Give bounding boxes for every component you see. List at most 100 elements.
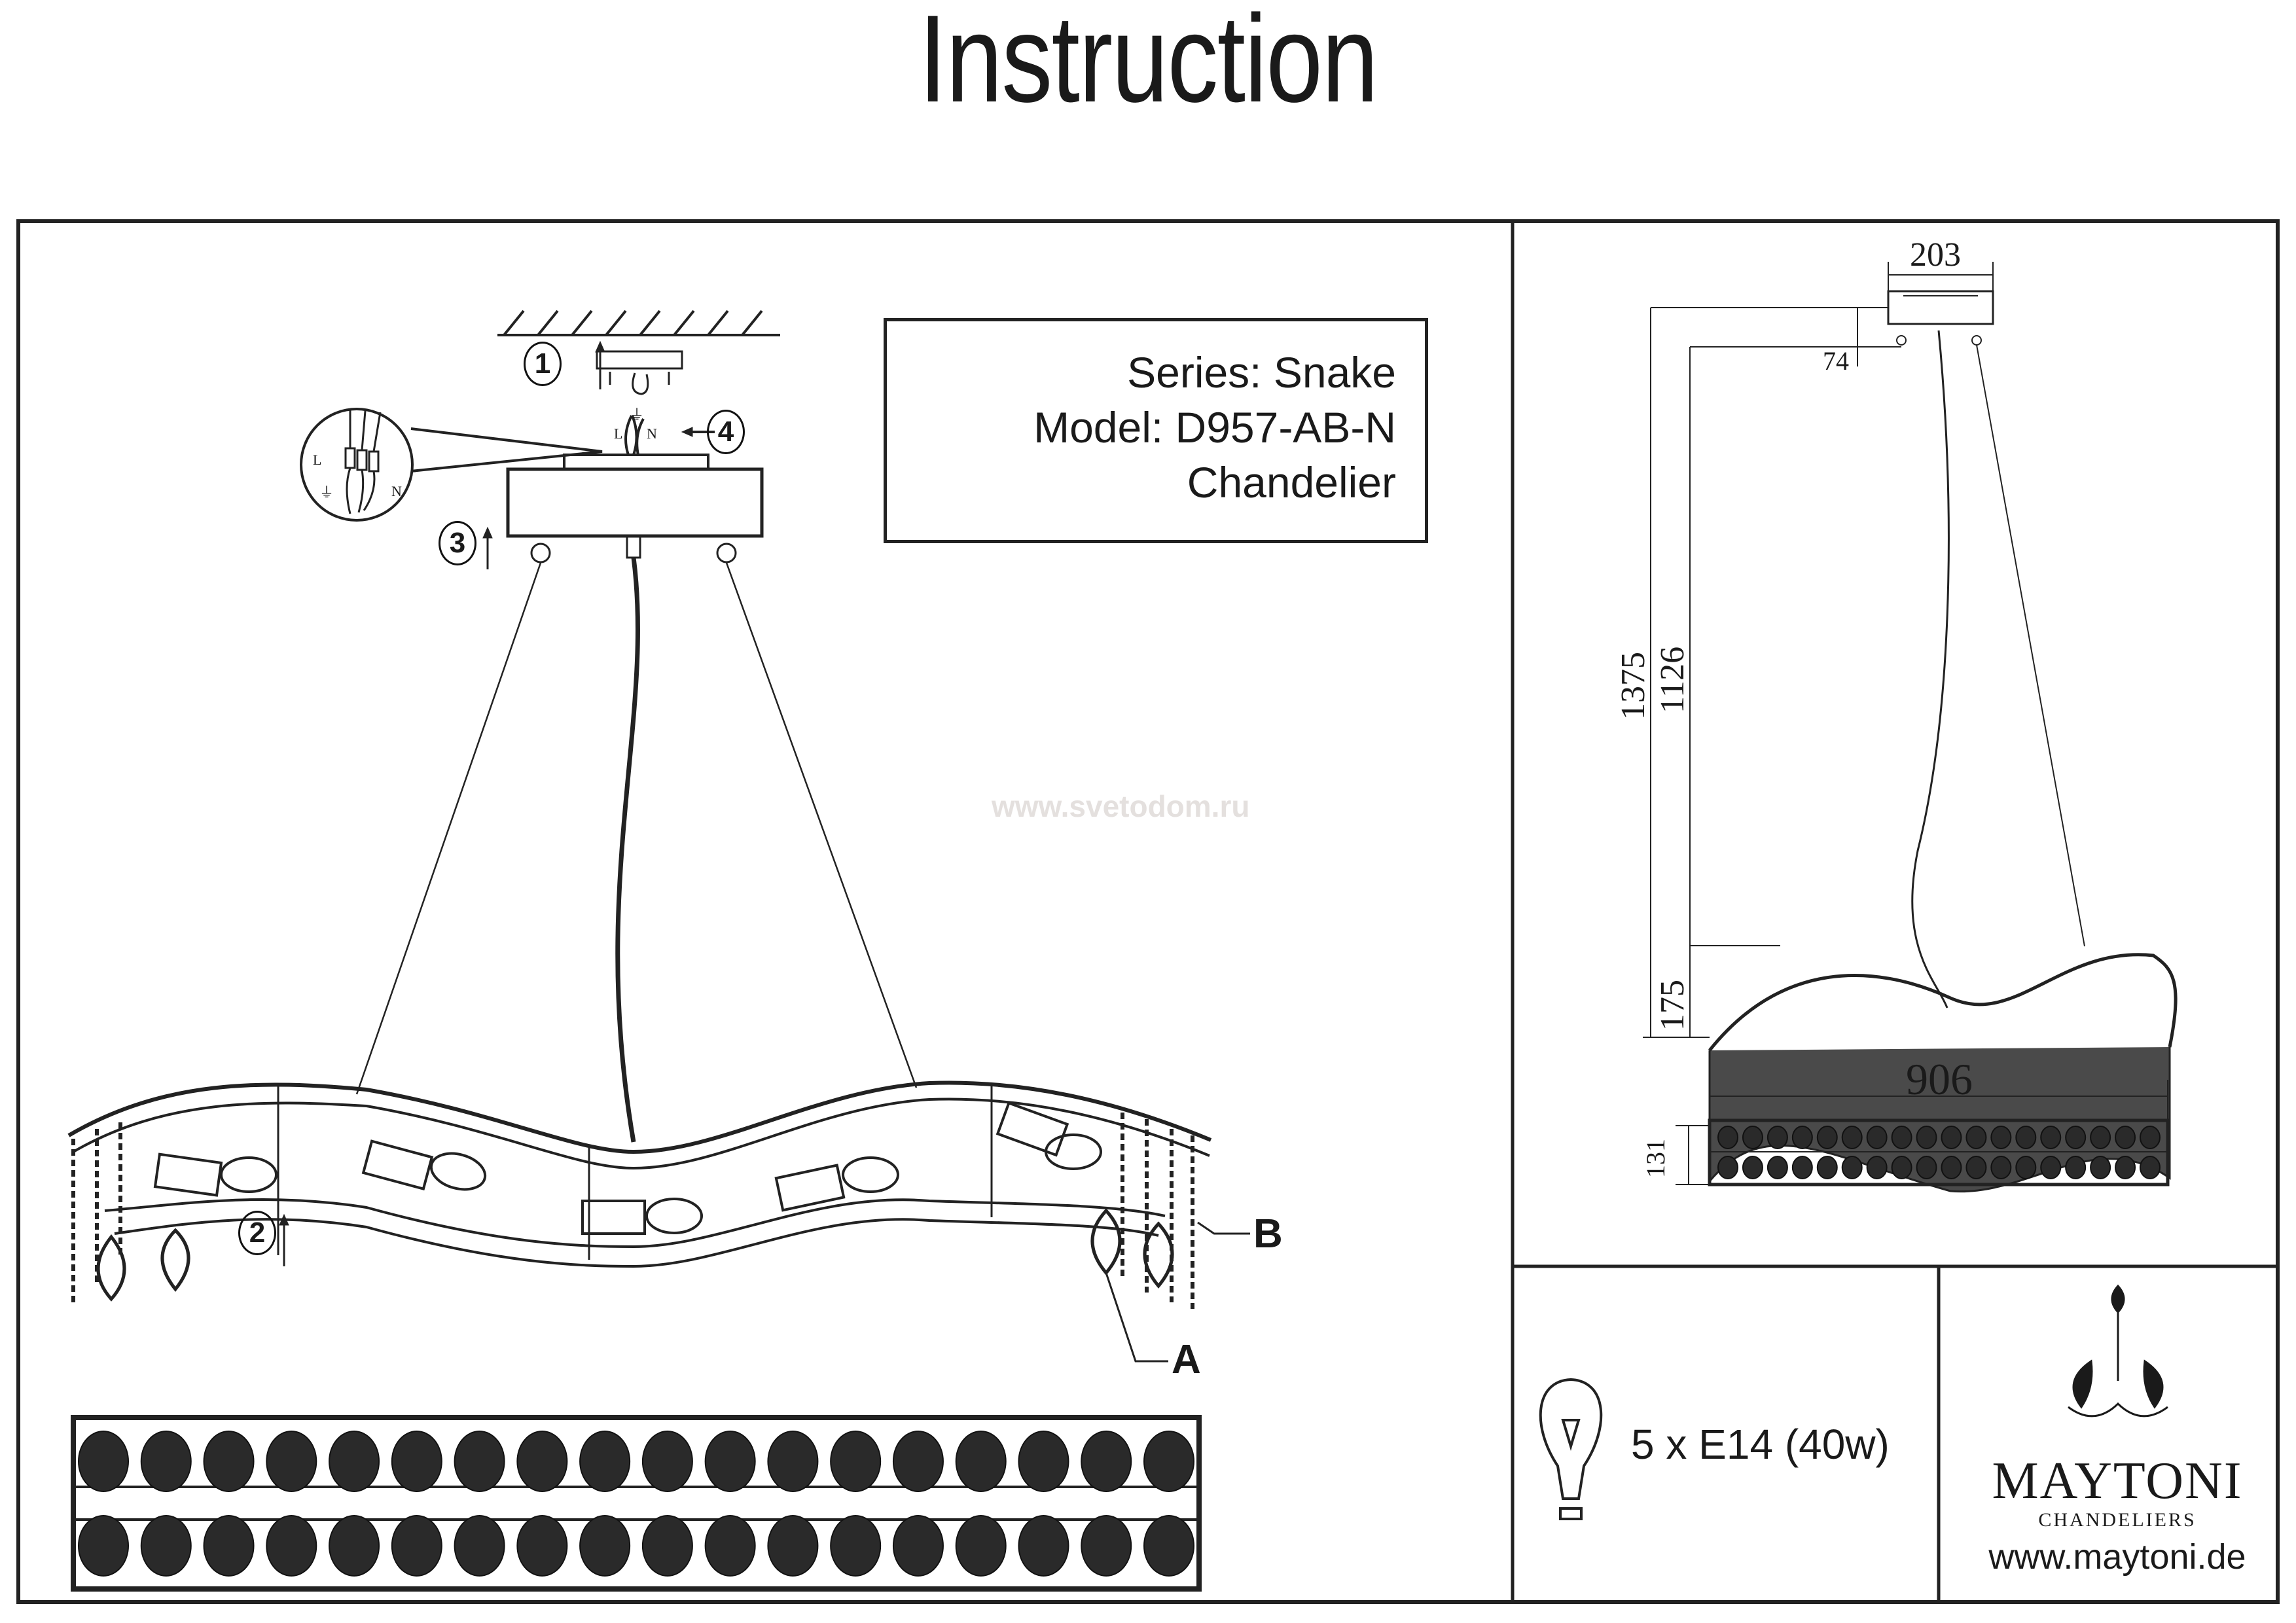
power-cable bbox=[615, 557, 640, 1143]
dim-canopy-width: 203 bbox=[1910, 236, 1961, 274]
ground-symbol-icon: ⏚ bbox=[630, 406, 645, 423]
cable-gland bbox=[626, 535, 641, 559]
crystal bbox=[767, 1431, 819, 1492]
candle-lamps bbox=[153, 1101, 1102, 1235]
crystal bbox=[1767, 1126, 1788, 1149]
crystal bbox=[454, 1431, 505, 1492]
crystal bbox=[2040, 1126, 2062, 1149]
bulb-spec: 5 x E14 (40w) bbox=[1631, 1421, 1890, 1468]
crystal bbox=[391, 1431, 442, 1492]
crystal bbox=[1891, 1126, 1912, 1149]
crystal bbox=[1816, 1126, 1838, 1149]
crystal bbox=[1742, 1156, 1763, 1179]
crystal bbox=[704, 1515, 756, 1577]
crystal bbox=[1143, 1431, 1194, 1492]
brand-url[interactable]: www.maytoni.de bbox=[1988, 1537, 2246, 1577]
crystal-strands-right bbox=[1121, 1113, 1194, 1309]
inset-neutral-label: N bbox=[391, 483, 402, 499]
crystal bbox=[1081, 1431, 1132, 1492]
crystal bbox=[2040, 1156, 2062, 1179]
crystal bbox=[2115, 1156, 2136, 1179]
crystal bbox=[2140, 1126, 2161, 1149]
dim-body-height: 175 bbox=[1654, 980, 1691, 1031]
callout-a: A bbox=[1172, 1337, 1201, 1382]
crystal bbox=[892, 1431, 944, 1492]
crystal bbox=[1018, 1431, 1069, 1492]
crystal bbox=[1841, 1126, 1863, 1149]
crystal bbox=[2140, 1156, 2161, 1179]
chandelier-logo-icon bbox=[2068, 1284, 2168, 1418]
crystal bbox=[1816, 1156, 1838, 1179]
page-title: Instruction bbox=[918, 0, 1378, 128]
crystal bbox=[1891, 1156, 1912, 1179]
crystal bbox=[1081, 1515, 1132, 1577]
inset-ground-symbol-icon: ⏚ bbox=[319, 484, 334, 501]
crystal bbox=[516, 1431, 568, 1492]
crystal bbox=[1717, 1156, 1738, 1179]
series-label: Series: Snake bbox=[1127, 348, 1396, 397]
light-bulb-icon bbox=[1539, 1378, 1603, 1520]
crystal bbox=[203, 1431, 255, 1492]
step-3-badge: 3 bbox=[439, 521, 476, 565]
supply-wires bbox=[624, 415, 645, 455]
brand-subtitle: CHANDELIERS bbox=[2038, 1509, 2197, 1531]
crystal bbox=[1143, 1515, 1194, 1577]
crystal bbox=[1742, 1126, 1763, 1149]
crystal bbox=[2015, 1156, 2037, 1179]
crystal bbox=[2065, 1126, 2087, 1149]
watermark: www.svetodom.ru bbox=[992, 789, 1250, 823]
step-4-badge: 4 bbox=[707, 410, 745, 454]
side-wave-body bbox=[1708, 953, 2178, 1052]
crystal bbox=[830, 1515, 882, 1577]
crystal bbox=[1941, 1156, 1962, 1179]
step-1-badge: 1 bbox=[524, 342, 562, 386]
wire-live-label: L bbox=[614, 425, 623, 442]
crystal bbox=[1791, 1126, 1813, 1149]
crystal bbox=[1717, 1126, 1738, 1149]
mounting-bracket-icon bbox=[596, 350, 683, 395]
crystal bbox=[140, 1431, 192, 1492]
crystal bbox=[1791, 1156, 1813, 1179]
crystal bbox=[1767, 1156, 1788, 1179]
crystal bbox=[2090, 1156, 2111, 1179]
dim-canopy-height: 74 bbox=[1823, 346, 1849, 376]
crystal bbox=[329, 1515, 380, 1577]
eye-hook-left bbox=[530, 543, 551, 563]
crystal bbox=[955, 1515, 1007, 1577]
crystal bbox=[391, 1515, 442, 1577]
wiring-inset-circle bbox=[300, 408, 414, 522]
dim-width: 131 bbox=[1641, 1139, 1670, 1178]
crystal bbox=[1866, 1156, 1888, 1179]
side-top-view-crystals bbox=[1717, 1126, 2161, 1179]
crystal bbox=[1841, 1156, 1863, 1179]
crystal bbox=[892, 1515, 944, 1577]
crystal bbox=[1990, 1156, 2012, 1179]
crystal bbox=[266, 1515, 317, 1577]
top-view-frame bbox=[71, 1415, 1202, 1592]
crystal bbox=[329, 1431, 380, 1492]
outer-frame bbox=[16, 219, 2280, 1604]
product-info-box: Series: Snake Model: D957-AB-N Chandelie… bbox=[884, 318, 1428, 543]
crystal bbox=[2090, 1126, 2111, 1149]
crystal bbox=[1018, 1515, 1069, 1577]
terminal-block-icon bbox=[344, 409, 382, 514]
crystal bbox=[454, 1515, 505, 1577]
crystal bbox=[1965, 1126, 1987, 1149]
dim-cable-height: 1126 bbox=[1654, 646, 1691, 713]
callout-leader-a bbox=[1105, 1272, 1168, 1363]
crystal bbox=[78, 1515, 129, 1577]
wire-neutral-label: N bbox=[647, 425, 657, 442]
crystal bbox=[140, 1515, 192, 1577]
product-type-label: Chandelier bbox=[1187, 458, 1396, 507]
canopy-plate bbox=[563, 454, 709, 471]
crystal bbox=[1941, 1126, 1962, 1149]
ceiling-hatch-icon bbox=[497, 310, 780, 336]
crystal bbox=[266, 1431, 317, 1492]
crystal bbox=[767, 1515, 819, 1577]
crystal bbox=[641, 1515, 693, 1577]
top-view-crystals bbox=[78, 1431, 1194, 1577]
suspension-wire-right bbox=[725, 562, 918, 1088]
crystal bbox=[830, 1431, 882, 1492]
dim-total-height: 1375 bbox=[1615, 652, 1652, 720]
